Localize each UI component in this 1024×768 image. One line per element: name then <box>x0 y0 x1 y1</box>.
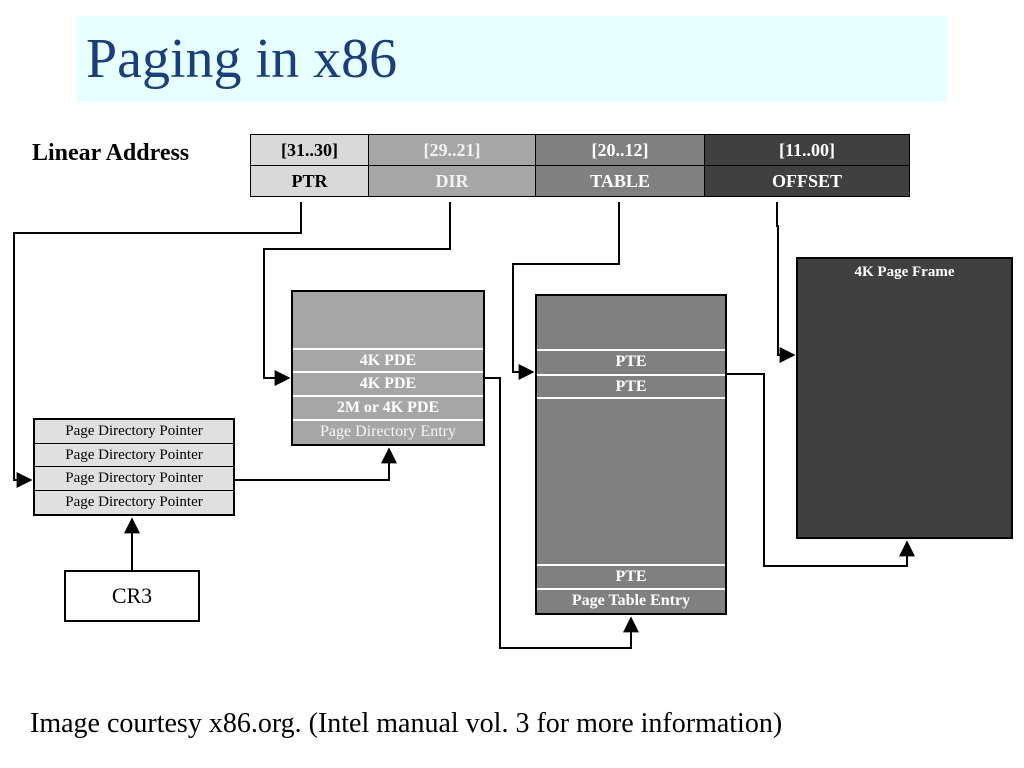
pdpt-entry: Page Directory Pointer <box>65 493 203 510</box>
caption: Image courtesy x86.org. (Intel manual vo… <box>30 708 783 739</box>
pt-divider <box>537 397 725 399</box>
offset-arrow <box>776 202 796 363</box>
pt-entry-label: Page Table Entry <box>537 588 725 612</box>
title-band <box>77 16 947 102</box>
pd-entry: 2M or 4K PDE <box>293 395 483 418</box>
pde-to-pt-arrow <box>485 377 639 649</box>
pdpt-entry: Page Directory Pointer <box>35 444 233 467</box>
ptr-arrow <box>13 202 302 488</box>
pd-entry: 4K PDE <box>293 371 483 394</box>
cr3-register: CR3 <box>64 570 200 622</box>
pdpt-to-pd-arrow <box>235 447 397 481</box>
pte-to-frame-arrow <box>727 373 915 567</box>
dir-field: DIR <box>368 165 536 197</box>
table-field: TABLE <box>535 165 705 197</box>
linear-address-label: Linear Address <box>32 140 190 166</box>
page-title: Paging in x86 <box>86 28 398 90</box>
pd-entry-label: Page Directory Entry <box>293 419 483 442</box>
table-bits: [20..12] <box>535 134 705 166</box>
pdpt-entry: Page Directory Pointer <box>35 420 233 444</box>
pdpt-entry: Page Directory Pointer <box>35 467 233 491</box>
pt-entry: PTE <box>537 564 725 588</box>
offset-bits: [11..00] <box>704 134 910 166</box>
page-table: PTE PTE PTE Page Table Entry <box>535 294 727 615</box>
pt-entry: PTE <box>537 349 725 373</box>
table-arrow <box>512 202 620 380</box>
dir-arrow <box>263 202 451 386</box>
ptr-field: PTR <box>250 165 369 197</box>
page-frame: 4K Page Frame <box>796 257 1013 539</box>
page-frame-label: 4K Page Frame <box>854 264 955 280</box>
page-directory: 4K PDE 4K PDE 2M or 4K PDE Page Director… <box>291 290 485 446</box>
pd-entry: 4K PDE <box>293 348 483 371</box>
linear-address-fields: [31..30] [29..21] [20..12] [11..00] PTR … <box>250 134 910 197</box>
offset-field: OFFSET <box>704 165 910 197</box>
page-directory-pointer-table: Page Directory Pointer Page Directory Po… <box>33 418 235 516</box>
pt-entry: PTE <box>537 374 725 398</box>
